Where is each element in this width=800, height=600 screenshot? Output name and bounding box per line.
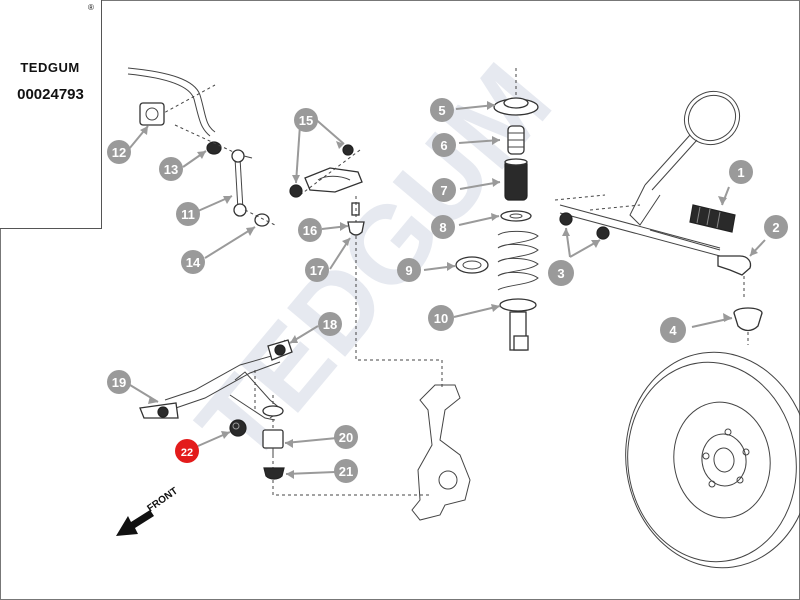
part-22-bushing bbox=[229, 419, 247, 437]
svg-text:9: 9 bbox=[405, 263, 412, 278]
part-15-bushings bbox=[289, 144, 354, 198]
svg-text:14: 14 bbox=[186, 255, 201, 270]
callout-6: 6 bbox=[432, 133, 456, 157]
callout-10: 10 bbox=[428, 305, 454, 331]
part-9-bearing bbox=[455, 256, 489, 274]
part-11-link bbox=[231, 149, 253, 217]
callout-13: 13 bbox=[159, 157, 183, 181]
callout-19: 19 bbox=[107, 370, 131, 394]
callout-14: 14 bbox=[181, 250, 205, 274]
part-number: 00024793 bbox=[17, 86, 84, 103]
part-13-bushing bbox=[174, 124, 241, 156]
part-1-steering-boot bbox=[689, 204, 736, 233]
svg-text:20: 20 bbox=[339, 430, 353, 445]
part-7-dust-boot bbox=[504, 158, 528, 201]
svg-text:17: 17 bbox=[310, 263, 324, 278]
svg-text:5: 5 bbox=[438, 103, 445, 118]
steering-knuckle bbox=[411, 384, 471, 521]
part-8-spring-seat bbox=[500, 210, 532, 222]
part-info-panel: ® TEDGUM 00024793 bbox=[0, 0, 102, 229]
callout-18: 18 bbox=[318, 312, 342, 336]
svg-text:10: 10 bbox=[434, 311, 448, 326]
wheel-tire bbox=[625, 351, 800, 569]
svg-text:11: 11 bbox=[181, 207, 195, 222]
upper-mount-bracket bbox=[299, 149, 363, 196]
part-14-bushing bbox=[244, 209, 276, 227]
callout-11: 11 bbox=[176, 202, 200, 226]
brand-name: TEDGUM bbox=[20, 60, 80, 75]
part-21-bushing bbox=[263, 467, 430, 496]
svg-text:15: 15 bbox=[299, 113, 313, 128]
stabilizer-bar bbox=[127, 67, 216, 137]
callout-15: 15 bbox=[294, 108, 318, 132]
part-5-top-mount bbox=[493, 97, 539, 116]
callout-22-highlighted: 22 bbox=[175, 439, 199, 463]
callout-8: 8 bbox=[431, 215, 455, 239]
svg-text:2: 2 bbox=[772, 220, 779, 235]
callout-16: 16 bbox=[298, 218, 322, 242]
svg-text:19: 19 bbox=[112, 375, 126, 390]
registered-mark: ® bbox=[88, 3, 94, 12]
svg-text:7: 7 bbox=[440, 183, 447, 198]
part-3-bushings bbox=[554, 194, 641, 240]
svg-text:18: 18 bbox=[323, 317, 337, 332]
callout-20: 20 bbox=[334, 425, 358, 449]
part-12-bushing bbox=[139, 102, 165, 126]
svg-text:1: 1 bbox=[737, 165, 744, 180]
front-direction-arrow: FRONT bbox=[116, 486, 180, 536]
svg-text:21: 21 bbox=[339, 464, 353, 479]
arrowheads bbox=[140, 101, 758, 479]
part-10-lower-seat bbox=[499, 298, 537, 312]
callout-4: 4 bbox=[660, 317, 686, 343]
part-17-bushing bbox=[347, 221, 443, 390]
svg-text:16: 16 bbox=[303, 223, 317, 238]
callout-1: 1 bbox=[729, 160, 753, 184]
callout-21: 21 bbox=[334, 459, 358, 483]
part-2-tie-rod-end bbox=[717, 255, 752, 300]
callout-7: 7 bbox=[432, 178, 456, 202]
part-18-bushing bbox=[267, 339, 293, 361]
callout-12: 12 bbox=[107, 140, 131, 164]
callout-9: 9 bbox=[397, 258, 421, 282]
strut-assembly bbox=[455, 68, 539, 351]
part-16-bolt bbox=[351, 196, 360, 230]
svg-text:8: 8 bbox=[439, 220, 446, 235]
svg-text:4: 4 bbox=[669, 323, 677, 338]
coil-spring bbox=[497, 230, 539, 291]
svg-text:3: 3 bbox=[557, 266, 564, 281]
callout-3: 3 bbox=[548, 260, 574, 286]
svg-text:13: 13 bbox=[164, 162, 178, 177]
part-4-ball-joint-boot bbox=[733, 307, 763, 345]
part-19-bushing bbox=[139, 402, 179, 419]
svg-text:22: 22 bbox=[181, 447, 193, 459]
strut-body bbox=[509, 311, 529, 351]
callout-5: 5 bbox=[430, 98, 454, 122]
part-6-bump-stop bbox=[507, 125, 525, 155]
callout-2: 2 bbox=[764, 215, 788, 239]
callout-17: 17 bbox=[305, 258, 329, 282]
steering-column bbox=[559, 90, 741, 257]
front-direction-label: FRONT bbox=[145, 486, 180, 515]
svg-text:6: 6 bbox=[440, 138, 447, 153]
svg-text:12: 12 bbox=[112, 145, 126, 160]
part-20-ball-joint bbox=[262, 395, 284, 470]
